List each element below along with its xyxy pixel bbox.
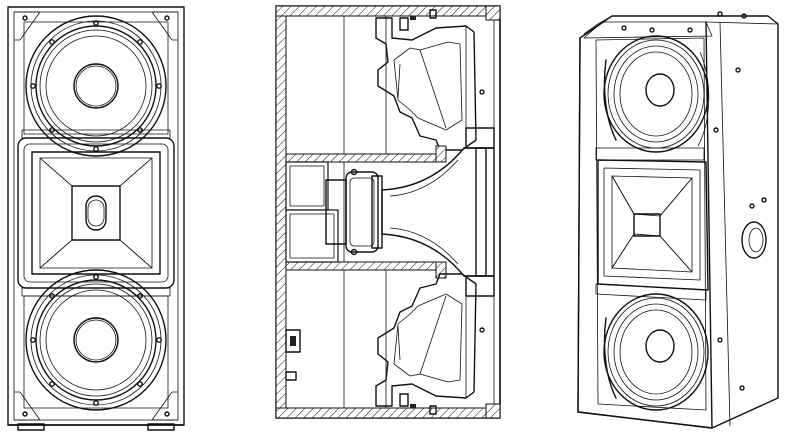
section-compression-driver — [285, 161, 383, 263]
section-upper-woofer — [375, 9, 477, 151]
front-lower-woofer — [23, 269, 169, 411]
iso-lower-woofer — [603, 293, 709, 411]
iso-upper-woofer — [603, 35, 710, 153]
iso-enclosure-outline — [577, 15, 779, 429]
section-view — [275, 5, 501, 419]
front-view — [7, 6, 185, 431]
iso-horn — [595, 147, 709, 301]
iso-side-handle — [713, 67, 767, 391]
front-horn — [17, 129, 175, 297]
section-horn-flare — [381, 127, 495, 297]
isometric-view — [577, 11, 779, 429]
section-lower-woofer — [375, 273, 477, 415]
front-upper-woofer — [23, 15, 169, 157]
